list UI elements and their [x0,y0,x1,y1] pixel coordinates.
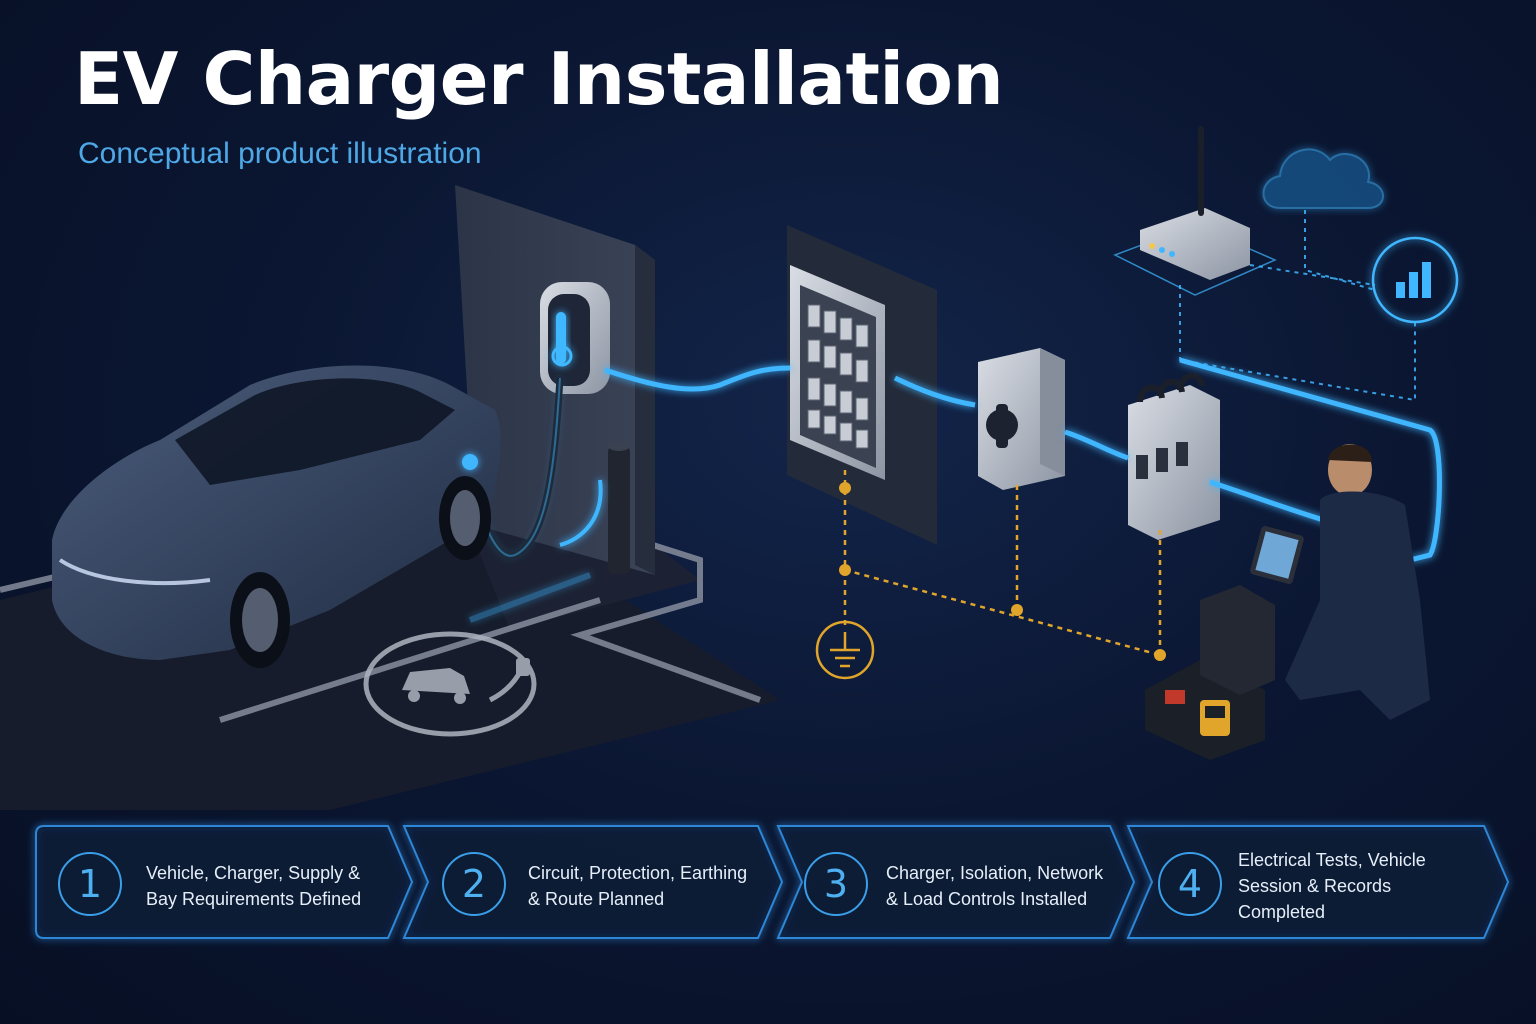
bollard [608,441,630,574]
power-path [604,357,1442,563]
isolator-switch-icon [978,348,1065,490]
toolbox-icon [1145,585,1275,760]
router-icon [1113,126,1277,296]
technician-icon [1250,444,1430,720]
step-number-2: 2 [442,852,506,916]
breaker-icon [1128,373,1220,540]
step-number-4: 4 [1158,852,1222,916]
step-number-1: 1 [58,852,122,916]
distribution-board-icon [790,265,885,480]
wall-charger-icon [540,282,610,394]
cloud-icon [1262,148,1384,209]
step-text-1: Vehicle, Charger, Supply & Bay Requireme… [146,863,362,909]
bay-ev-symbol-icon [363,631,537,737]
signal-bars-icon [1371,236,1459,324]
page-subtitle: Conceptual product illustration [78,137,482,170]
step-text-4: Electrical Tests, Vehicle Session & Reco… [1238,850,1426,922]
ev-car-icon [52,365,501,668]
step-text-2: Circuit, Protection, Earthing & Route Pl… [528,863,748,909]
step-number-3: 3 [804,852,868,916]
page-title: EV Charger Installation [74,37,1004,121]
earth-ground-icon [815,620,875,680]
step-text-3: Charger, Isolation, Network & Load Contr… [886,863,1104,909]
earthing-path [843,470,1162,657]
